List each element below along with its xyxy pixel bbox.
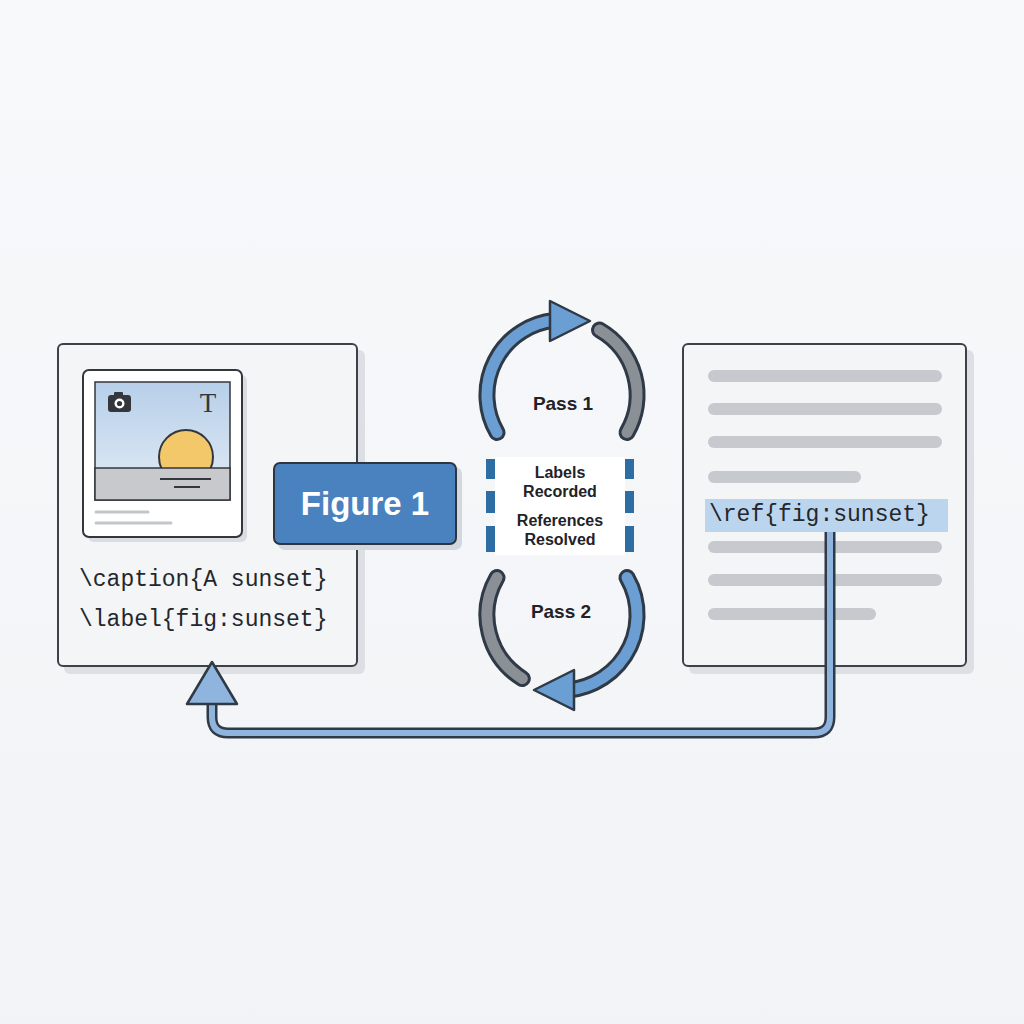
frame-shadow — [88, 375, 247, 542]
caption-placeholder — [96, 511, 148, 514]
pass-step-box: Labels RecordedReferences Resolved — [495, 457, 625, 555]
caption-placeholder — [96, 522, 171, 525]
photo-frame — [83, 370, 242, 537]
cycle-arc-outline — [554, 578, 637, 691]
code-line: \label{fig:sunset} — [79, 607, 327, 633]
dash — [625, 526, 634, 552]
cycle-arrowhead — [534, 670, 574, 710]
side-dashes — [486, 459, 634, 552]
connector-line — [212, 532, 830, 733]
sun-symbol — [159, 430, 213, 468]
dash — [625, 459, 634, 479]
figure-number: Figure 1 — [301, 485, 429, 523]
cycle-arc-outline — [487, 578, 522, 679]
connector-outline — [212, 532, 830, 733]
cycle-arc-outline — [487, 320, 554, 432]
camera-lens — [115, 399, 125, 409]
pass-label: Pass 2 — [531, 601, 591, 623]
water-line — [160, 478, 211, 480]
text-bar — [708, 541, 942, 553]
cycle-arc — [487, 320, 554, 432]
cycle-arc — [600, 330, 638, 433]
cycle-arrowhead — [550, 301, 590, 341]
text-placeholder — [708, 370, 942, 620]
arrowhead — [187, 662, 237, 704]
text-bar — [708, 403, 942, 415]
water-line — [174, 486, 200, 488]
reference-connector — [187, 532, 830, 733]
cycle-arc — [487, 578, 522, 679]
text-bar — [708, 608, 876, 620]
step-text: Labels Recorded — [508, 463, 612, 501]
dash — [486, 459, 495, 479]
cycle-arc — [554, 578, 637, 691]
cycle-arc-outline — [600, 330, 638, 433]
horizon-band — [95, 468, 230, 500]
code-line: \caption{A sunset} — [79, 567, 327, 593]
figure-number-box: Figure 1 — [273, 462, 457, 545]
text-panel: \ref{fig:sunset} — [682, 343, 967, 667]
dash — [486, 491, 495, 513]
camera-icon — [114, 392, 123, 397]
cycle-arrows — [487, 320, 637, 690]
camera-icon — [108, 395, 131, 412]
dash — [486, 526, 495, 552]
text-bar — [708, 574, 942, 586]
step-text: References Resolved — [508, 511, 612, 549]
text-bar — [708, 370, 942, 382]
camera-lens — [117, 401, 122, 406]
ref-highlight: \ref{fig:sunset} — [705, 499, 948, 532]
photo-sky — [95, 382, 230, 500]
text-bar — [708, 436, 942, 448]
pass-label: Pass 1 — [533, 393, 593, 415]
dash — [625, 491, 634, 513]
text-bar — [708, 471, 861, 483]
